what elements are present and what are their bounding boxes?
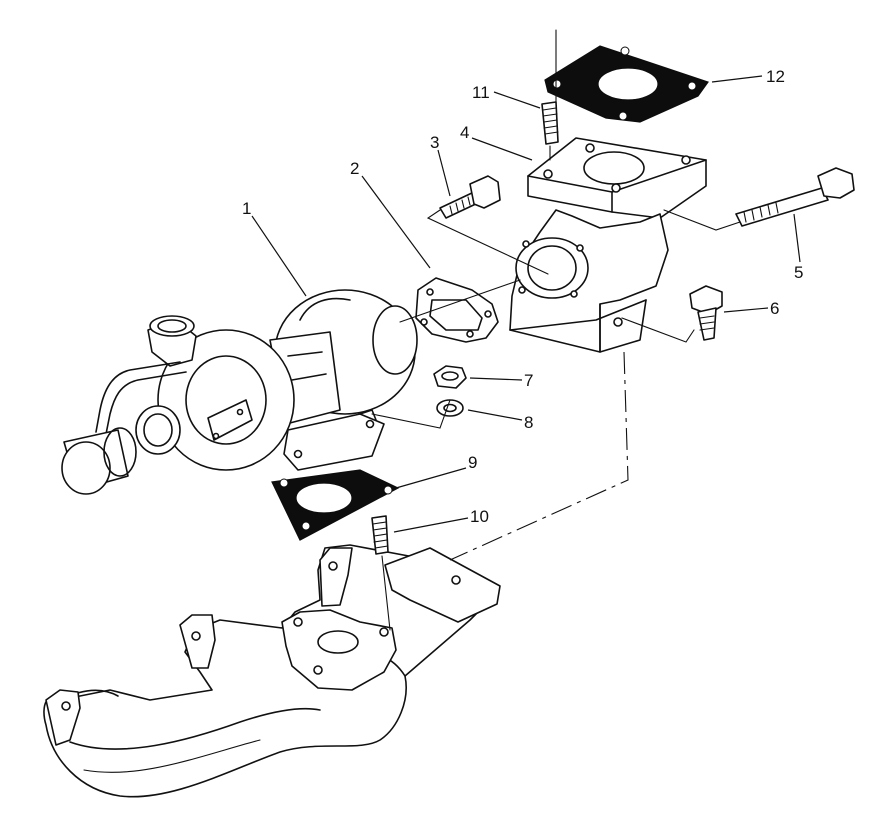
adapter-elbow (509, 137, 707, 353)
callout-4: 4 (460, 123, 469, 142)
bolt-3 (439, 175, 501, 219)
alignment-lines (371, 29, 741, 631)
manifold-gasket (271, 469, 400, 541)
turbocharger (61, 289, 418, 495)
callout-12: 12 (766, 67, 785, 86)
callout-8: 8 (524, 413, 533, 432)
exhaust-manifold (43, 544, 501, 798)
callout-10: 10 (470, 507, 489, 526)
callout-7: 7 (524, 371, 533, 390)
callout-2: 2 (350, 159, 359, 178)
lock-washer-8 (436, 399, 464, 417)
leader-lines (251, 75, 801, 533)
stud-11 (541, 101, 559, 145)
callout-6: 6 (770, 299, 779, 318)
callout-3: 3 (430, 133, 439, 152)
callout-11: 11 (472, 83, 490, 102)
callout-9: 9 (468, 453, 477, 472)
callout-5: 5 (794, 263, 803, 282)
turbo-flange-gasket (415, 277, 499, 343)
callout-labels: 1 2 3 4 5 6 7 8 9 10 11 12 (242, 67, 803, 526)
nut-7 (433, 365, 467, 389)
callout-1: 1 (242, 199, 251, 218)
outlet-gasket (544, 45, 709, 123)
bolt-6 (689, 285, 723, 341)
stud-10 (371, 515, 389, 555)
